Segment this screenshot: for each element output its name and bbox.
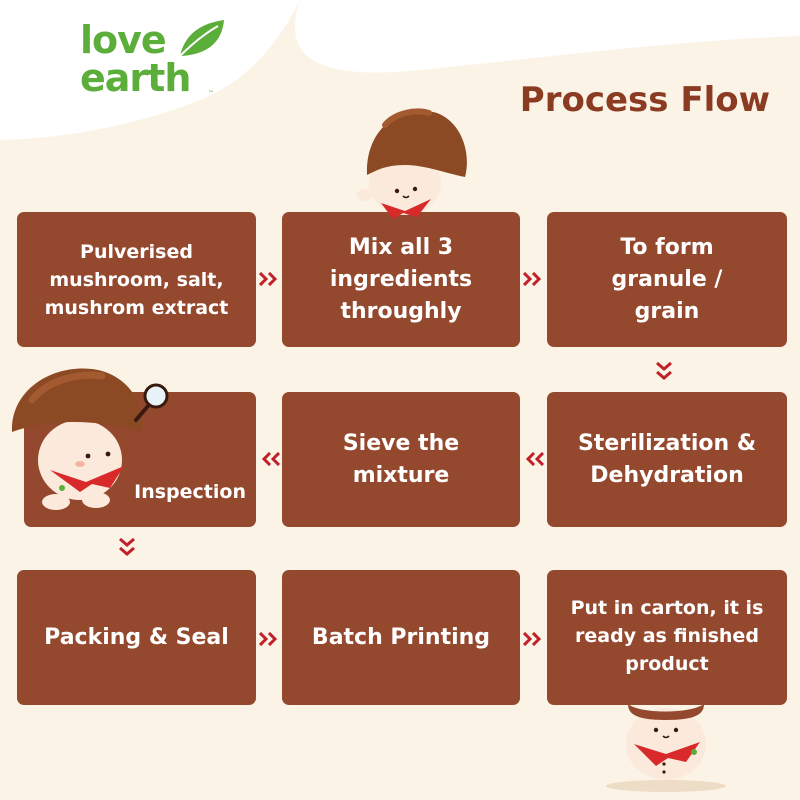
step-box-carton: Put in carton, it is ready as finished p… bbox=[547, 570, 787, 705]
brand-logo: love earth ™ bbox=[78, 14, 228, 100]
step-label: Put in carton, it is ready as finished p… bbox=[570, 597, 764, 675]
chevron-double-right-icon bbox=[259, 272, 281, 286]
step-box-sterilization: Sterilization & Dehydration bbox=[547, 392, 787, 527]
mushroom-mascot-bottom bbox=[606, 704, 726, 792]
mushroom-mascot-inspector bbox=[11, 368, 169, 510]
step-box-mix: Mix all 3 ingredients throughly bbox=[282, 212, 520, 347]
chevron-double-down-icon bbox=[119, 538, 135, 560]
chevron-double-right-icon bbox=[259, 632, 281, 646]
chevron-double-right-icon bbox=[523, 632, 545, 646]
logo-line-earth: earth bbox=[80, 56, 191, 100]
step-label: Sterilization & Dehydration bbox=[577, 430, 757, 488]
mushroom-mascot-top bbox=[357, 108, 467, 219]
step-label: Pulverised mushroom, salt, mushrom extra… bbox=[44, 240, 229, 319]
leaf-icon bbox=[179, 20, 224, 57]
page-title: Process Flow bbox=[519, 80, 770, 120]
chevron-double-down-icon bbox=[656, 362, 672, 384]
magnifier-icon bbox=[143, 383, 169, 409]
step-label: Sieve the mixture bbox=[342, 430, 460, 488]
step-box-batch-printing: Batch Printing bbox=[282, 570, 520, 705]
chevron-double-left-icon bbox=[522, 452, 544, 466]
trademark-mark: ™ bbox=[208, 90, 214, 97]
step-box-packing: Packing & Seal bbox=[17, 570, 256, 705]
chevron-double-right-icon bbox=[523, 272, 545, 286]
step-label: To form granule / grain bbox=[611, 234, 723, 324]
logo-line-love: love bbox=[80, 18, 167, 62]
step-label: Mix all 3 ingredients throughly bbox=[329, 234, 473, 324]
step-box-form-granule: To form granule / grain bbox=[547, 212, 787, 347]
background-wave bbox=[0, 0, 800, 140]
step-box-sieve: Sieve the mixture bbox=[282, 392, 520, 527]
step-label: Packing & Seal bbox=[44, 624, 229, 650]
chevron-double-left-icon bbox=[258, 452, 280, 466]
step-box-pulverise: Pulverised mushroom, salt, mushrom extra… bbox=[17, 212, 256, 347]
step-label: Inspection bbox=[134, 481, 246, 503]
step-label: Batch Printing bbox=[311, 624, 491, 650]
